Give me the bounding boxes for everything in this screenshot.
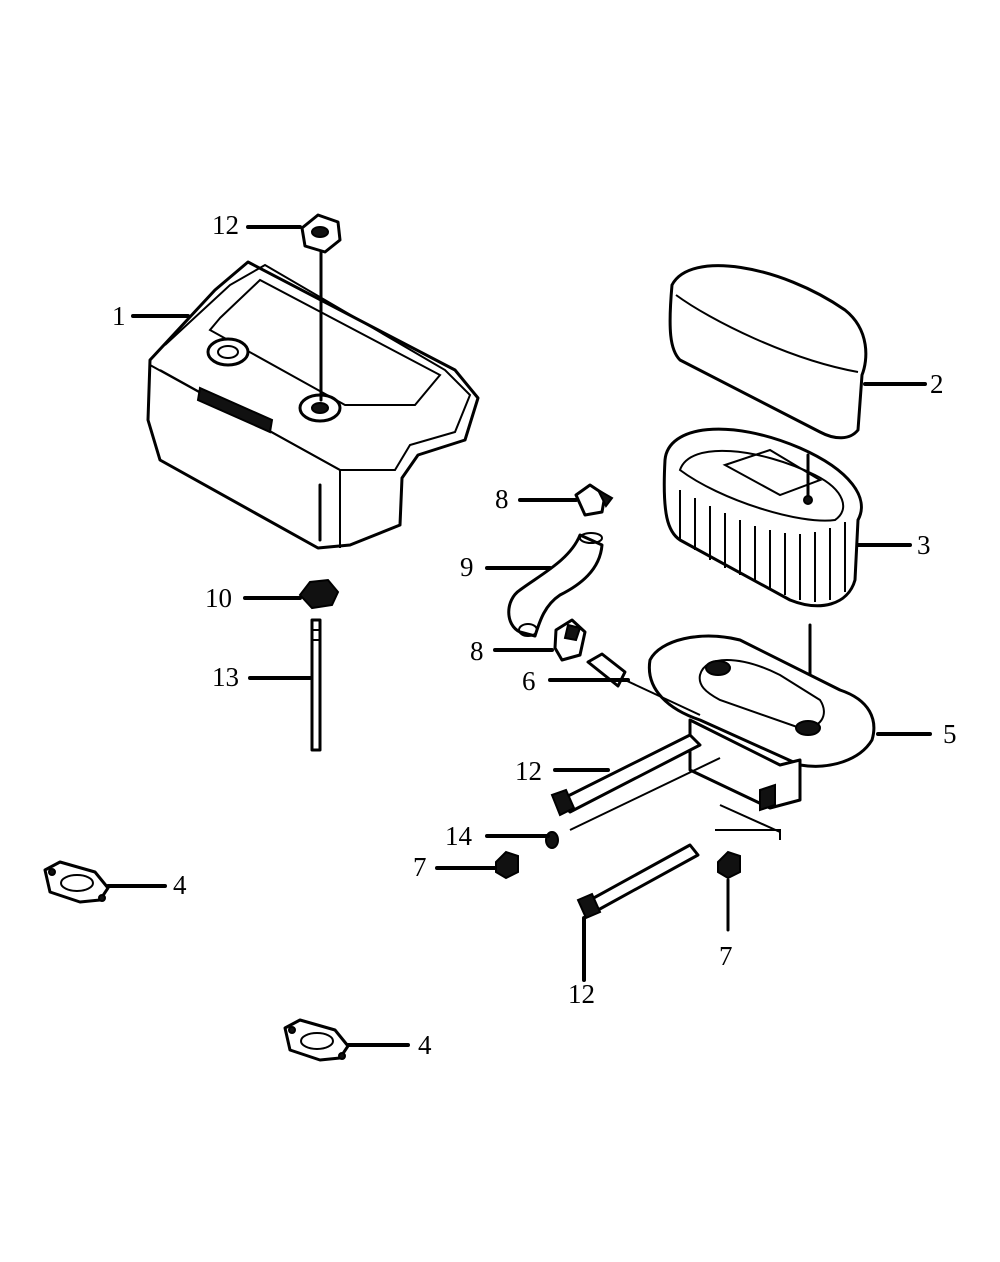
part-7-right-nut <box>717 850 741 932</box>
part-11-knob <box>300 213 342 402</box>
callout-labels: 12 1 2 8 3 9 10 8 13 6 5 12 14 7 4 7 12 … <box>112 210 957 1060</box>
callout-8-lower: 8 <box>470 636 484 666</box>
part-9-breather-hose <box>507 532 604 638</box>
leader-lines <box>106 225 932 1047</box>
part-10-nut <box>298 483 340 610</box>
part-5-base-plate <box>647 623 876 812</box>
part-3-pleated-filter <box>662 427 863 608</box>
part-12-upper-bolt <box>550 733 721 831</box>
callout-4-left: 4 <box>173 870 187 900</box>
callout-7-left: 7 <box>413 852 427 882</box>
callout-2: 2 <box>930 369 944 399</box>
callout-1: 1 <box>112 301 126 331</box>
part-13-stud <box>310 618 322 752</box>
callout-14: 14 <box>445 821 473 851</box>
part-1-cover-housing <box>146 260 480 550</box>
part-7-left-nut <box>495 850 519 880</box>
callout-4-bottom: 4 <box>418 1030 432 1060</box>
part-4-gasket-left <box>43 860 110 904</box>
callout-11: 12 <box>212 210 239 240</box>
part-2-outer-filter <box>668 264 868 440</box>
callout-8-upper: 8 <box>495 484 509 514</box>
part-8-upper-clamp <box>574 483 614 517</box>
callout-13: 13 <box>212 662 239 692</box>
part-12-lower-bolt <box>576 804 781 920</box>
callout-3: 3 <box>917 530 931 560</box>
callout-10: 10 <box>205 583 232 613</box>
part-8-lower-clamp <box>553 618 587 662</box>
callout-6: 6 <box>522 666 536 696</box>
callout-9: 9 <box>460 552 474 582</box>
callout-12-lower: 12 <box>568 979 595 1009</box>
callout-5: 5 <box>943 719 957 749</box>
callout-7-right: 7 <box>719 941 733 971</box>
part-4-gasket-bottom <box>283 1018 350 1062</box>
callout-12-upper: 12 <box>515 756 542 786</box>
